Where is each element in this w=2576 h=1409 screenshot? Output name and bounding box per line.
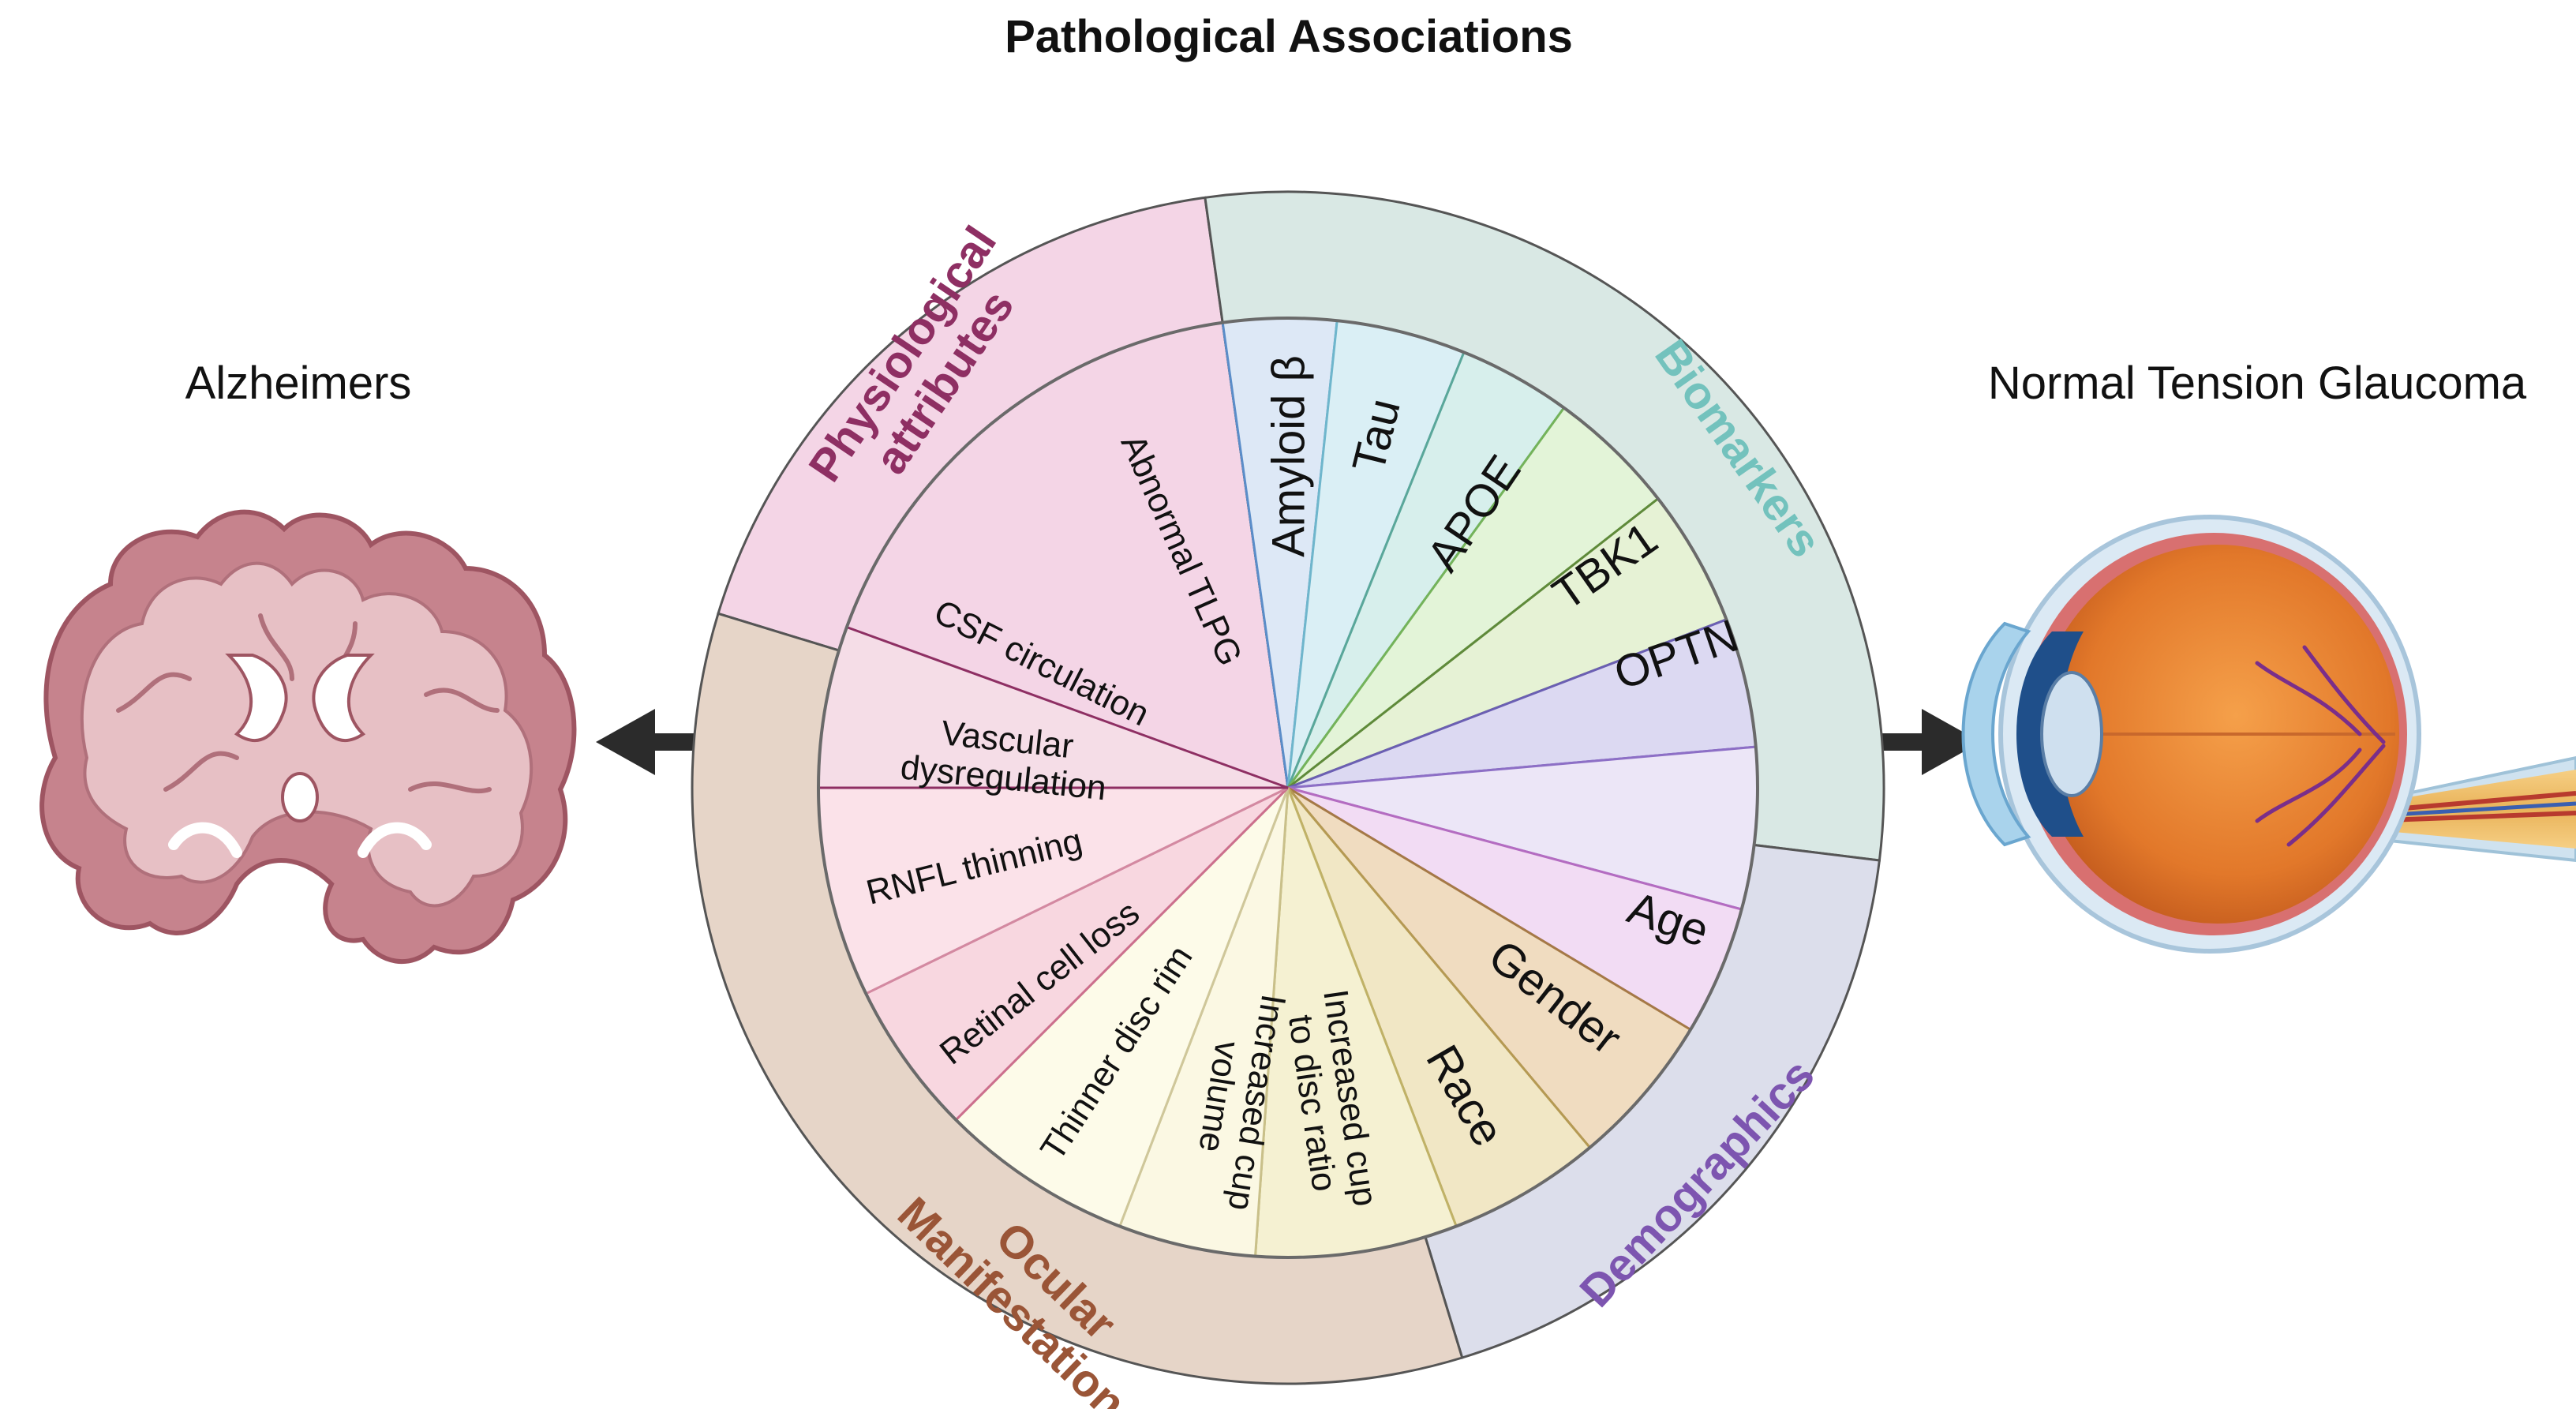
right-arrow [1880, 709, 1981, 775]
brain-illustration [39, 509, 577, 964]
eye-illustration [1961, 515, 2576, 954]
alzheimers-label: Alzheimers [185, 358, 412, 409]
ntg-label: Normal Tension Glaucoma [1988, 358, 2527, 409]
diagram-title: Pathological Associations [1005, 11, 1573, 62]
inner-ring-outline [817, 317, 1759, 1259]
item-wedges [817, 317, 1759, 1259]
label-amyloid: Amyloid β [1263, 355, 1314, 557]
